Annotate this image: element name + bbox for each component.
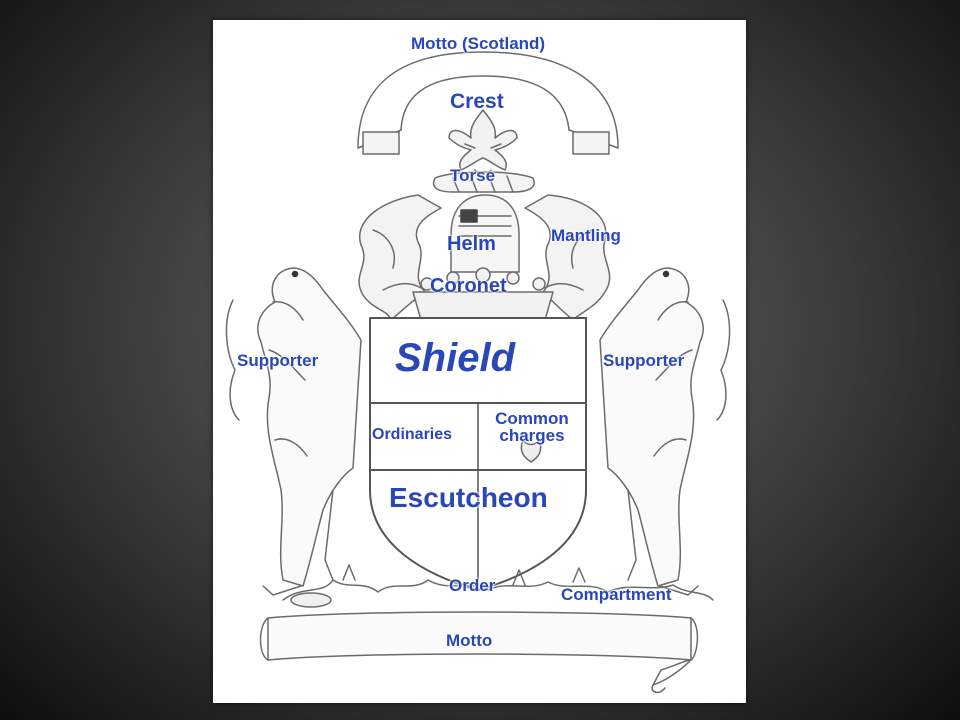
shield-outline: [369, 317, 587, 591]
label-motto: Motto: [446, 631, 493, 650]
label-helm: Helm: [447, 233, 496, 255]
label-supporter-right: Supporter: [603, 351, 685, 370]
mantling-foliage: [358, 194, 611, 321]
right-supporter-lion: [599, 267, 731, 596]
torse-wreath: [432, 171, 535, 193]
label-motto-scotland: Motto (Scotland): [411, 34, 546, 53]
lower-motto-scroll: [259, 611, 699, 694]
compartment-grass: [282, 564, 714, 608]
label-crest: Crest: [450, 90, 504, 113]
label-compartment: Compartment: [561, 585, 672, 604]
coronet: [412, 267, 554, 321]
label-common-charges: Common charges: [495, 409, 569, 445]
label-mantling: Mantling: [551, 226, 621, 245]
upper-motto-scroll: [357, 51, 619, 155]
label-escutcheon: Escutcheon: [389, 482, 548, 513]
label-order: Order: [449, 576, 496, 595]
label-coronet: Coronet: [430, 275, 507, 297]
helm: [450, 194, 520, 273]
label-torse: Torse: [450, 166, 496, 185]
label-supporter-left: Supporter: [237, 351, 319, 370]
left-supporter-lion: [225, 267, 362, 596]
label-ordinaries: Ordinaries: [372, 426, 453, 443]
coat-of-arms-illustration: [225, 51, 731, 694]
label-shield: Shield: [395, 336, 516, 380]
coat-of-arms-diagram: Motto (Scotland) Crest Torse Helm Mantli…: [213, 20, 746, 703]
